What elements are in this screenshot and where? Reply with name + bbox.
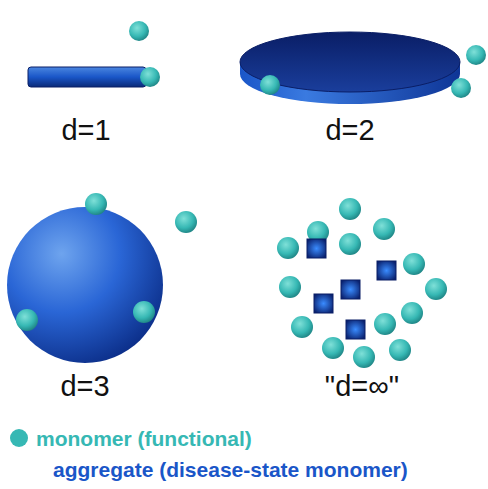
dimension-label: d=2 xyxy=(325,116,374,145)
legend-text: monomer (functional) xyxy=(36,428,252,449)
legend-text: aggregate (disease-state monomer) xyxy=(53,459,408,480)
legend-swatch xyxy=(10,429,28,447)
dimension-label: d=1 xyxy=(61,116,110,145)
dimension-label: "d=∞" xyxy=(325,372,399,401)
dimension-label: d=3 xyxy=(60,372,109,401)
